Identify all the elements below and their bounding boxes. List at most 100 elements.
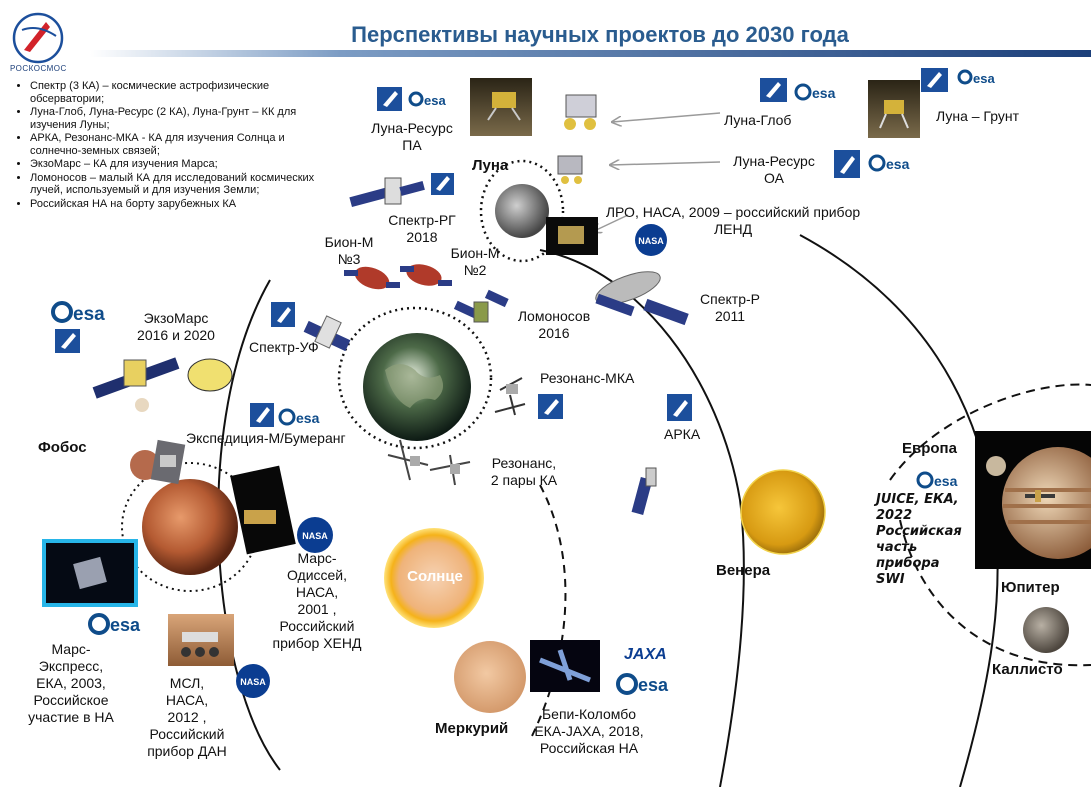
mars xyxy=(142,479,238,575)
moon xyxy=(495,184,549,238)
msl-rover-icon xyxy=(181,632,219,657)
exomars-spacecraft-icon xyxy=(92,357,233,412)
label-jupiter: Юпитер xyxy=(1001,579,1060,596)
esa-badge-text: esa xyxy=(934,473,958,489)
roscosmos-badge-icon xyxy=(667,394,692,421)
rezonans-spacecraft-icon xyxy=(387,439,471,486)
label-mercury: Меркурий xyxy=(435,720,509,737)
label-bepi-colombo: Бепи-Коломбо ЕКА-JAXA, 2018, Российская … xyxy=(534,706,644,756)
spektr-rg-spacecraft-icon xyxy=(349,177,425,208)
esa-logo-icon: esa xyxy=(916,471,958,489)
juice-spacecraft-icon xyxy=(1025,490,1055,502)
esa-logo-icon: esa xyxy=(868,154,910,172)
nasa-logo-icon: NASA xyxy=(297,517,333,553)
bullet-item: АРКА, Резонанс-МКА - КА для изучения Сол… xyxy=(30,132,320,157)
esa-logo-icon: esa xyxy=(88,613,141,635)
esa-logo-icon: esa xyxy=(278,408,320,426)
mercury xyxy=(454,641,526,713)
luna-glob-spacecraft-icon xyxy=(564,94,597,130)
bullet-item: Ломоносов – малый КА для исследований ко… xyxy=(30,172,320,197)
nasa-badge-text: NASA xyxy=(638,236,664,246)
lander-icon xyxy=(487,92,521,121)
roscosmos-badge-icon xyxy=(250,403,274,427)
arrow-luna-resurs-oa xyxy=(610,162,721,165)
label-europa: Европа xyxy=(902,440,957,457)
callisto xyxy=(1023,607,1069,653)
arka-spacecraft-icon xyxy=(631,467,657,515)
esa-badge-text: esa xyxy=(296,410,320,426)
label-spektr-uf: Спектр-УФ xyxy=(249,339,319,355)
spektr-uf-spacecraft-icon xyxy=(303,315,351,352)
bullet-item: Российская НА на борту зарубежных КА xyxy=(30,198,320,211)
label-rezonans: Резонанс,2 пары КА xyxy=(490,455,558,488)
bion-m2-spacecraft-icon xyxy=(400,264,452,286)
roscosmos-logo-icon xyxy=(12,12,64,64)
bullet-item: ЭкзоМарс – КА для изучения Марса; xyxy=(30,158,320,171)
sun xyxy=(384,528,484,628)
esa-badge-text: esa xyxy=(73,304,105,325)
bullet-item: Спектр (3 КА) – космические астрофизичес… xyxy=(30,80,320,105)
roscosmos-badge-icon xyxy=(760,78,787,102)
title-underline-bar xyxy=(90,50,1091,57)
nasa-badge-text: NASA xyxy=(240,677,266,687)
page-title: Перспективы научных проектов до 2030 год… xyxy=(351,22,849,47)
roscosmos-badge-icon xyxy=(377,87,402,111)
esa-badge-text: esa xyxy=(812,85,836,101)
mars-express-photo xyxy=(42,539,138,607)
label-rezonans-mka: Резонанс-МКА xyxy=(540,370,635,386)
label-arka: АРКА xyxy=(664,426,701,442)
nasa-badge-text: NASA xyxy=(302,531,328,541)
esa-badge-text: esa xyxy=(973,71,995,86)
rezonans-mka-spacecraft-icon xyxy=(494,377,526,416)
label-luna-grunt: Луна – Грунт xyxy=(936,108,1019,124)
jupiter-dashed-orbit-lower xyxy=(899,519,1091,667)
moon-dotted-orbit xyxy=(479,159,565,263)
esa-logo-icon: esa xyxy=(51,301,105,325)
nasa-logo-icon: NASA xyxy=(635,224,667,256)
arrow-luna-glob xyxy=(612,112,721,122)
roscosmos-badge-icon xyxy=(431,173,454,195)
roscosmos-badge-icon xyxy=(834,150,860,178)
jupiter-dashed-orbit xyxy=(889,383,1091,481)
label-luna: Луна xyxy=(472,157,509,174)
luna-grunt-lander-icon xyxy=(879,100,909,129)
label-venus: Венера xyxy=(716,562,771,579)
label-juice: JUICE, ЕКА, 2022 Российская часть прибор… xyxy=(876,492,962,587)
esa-badge-text: esa xyxy=(638,675,669,695)
jaxa-badge-text: JAXA xyxy=(624,646,667,663)
esa-logo-icon: esa xyxy=(957,69,995,86)
earth-orbit-ring xyxy=(337,306,493,450)
nasa-logo-icon: NASA xyxy=(236,664,270,698)
label-sun: Солнце xyxy=(407,568,463,585)
roscosmos-logo-text: РОСКОСМОС xyxy=(10,64,67,73)
esa-badge-text: esa xyxy=(886,156,910,172)
program-bullet-list: Спектр (3 КА) – космические астрофизичес… xyxy=(16,80,320,211)
europa xyxy=(986,456,1006,476)
label-mars-express: Марс- Экспресс, ЕКА, 2003, Российское уч… xyxy=(28,641,114,725)
phobos-spacecraft-icon xyxy=(150,439,186,485)
roscosmos-badge-icon xyxy=(921,68,948,92)
roscosmos-badge-icon xyxy=(271,302,295,327)
resonance-dashed-orbit xyxy=(529,484,567,741)
esa-badge-text: esa xyxy=(110,615,141,635)
spektr-r-spacecraft-icon xyxy=(595,271,689,326)
label-callisto: Каллисто xyxy=(992,661,1063,678)
roscosmos-badge-icon xyxy=(55,329,80,353)
luna-resurs-oa-spacecraft-icon xyxy=(557,155,583,184)
bullet-item: Луна-Глоб, Луна-Ресурс (2 КА), Луна-Грун… xyxy=(30,106,320,131)
jupiter xyxy=(1002,447,1091,559)
lomonosov-spacecraft-icon xyxy=(453,289,509,323)
esa-logo-icon: esa xyxy=(408,91,446,108)
jaxa-logo-icon: JAXA xyxy=(624,646,667,663)
esa-logo-icon: esa xyxy=(794,83,836,101)
